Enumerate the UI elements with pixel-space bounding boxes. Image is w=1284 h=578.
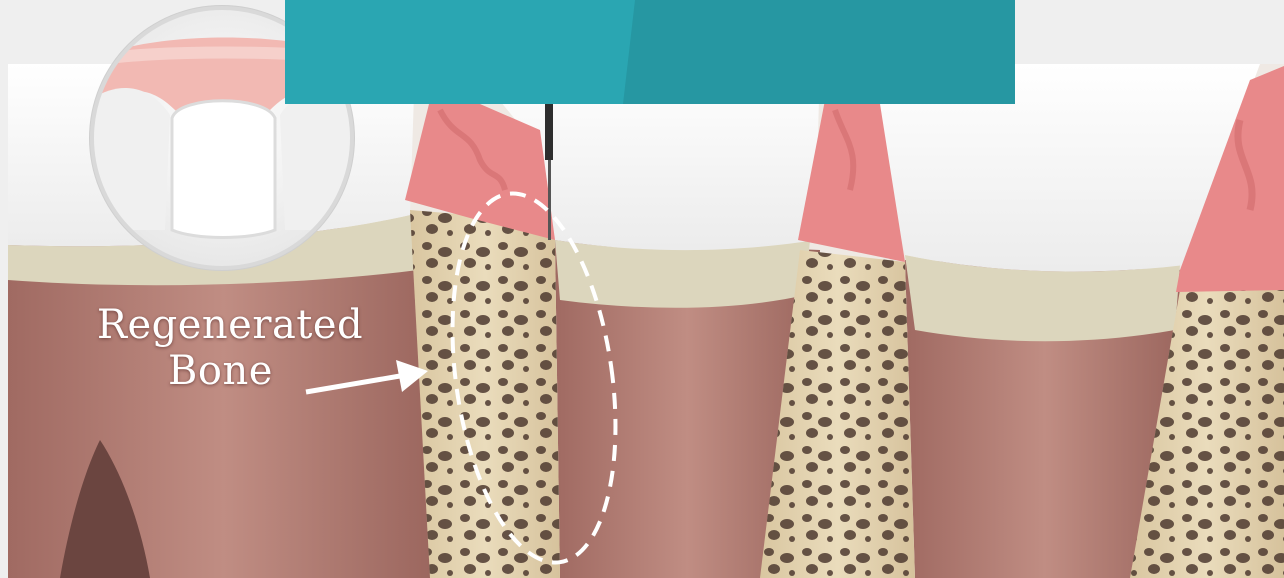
label-line-2: Bone — [138, 348, 400, 394]
header-banner — [285, 0, 1015, 104]
label-line-1: Regenerated — [60, 302, 400, 348]
regenerated-bone-label: Regenerated Bone — [60, 302, 400, 394]
